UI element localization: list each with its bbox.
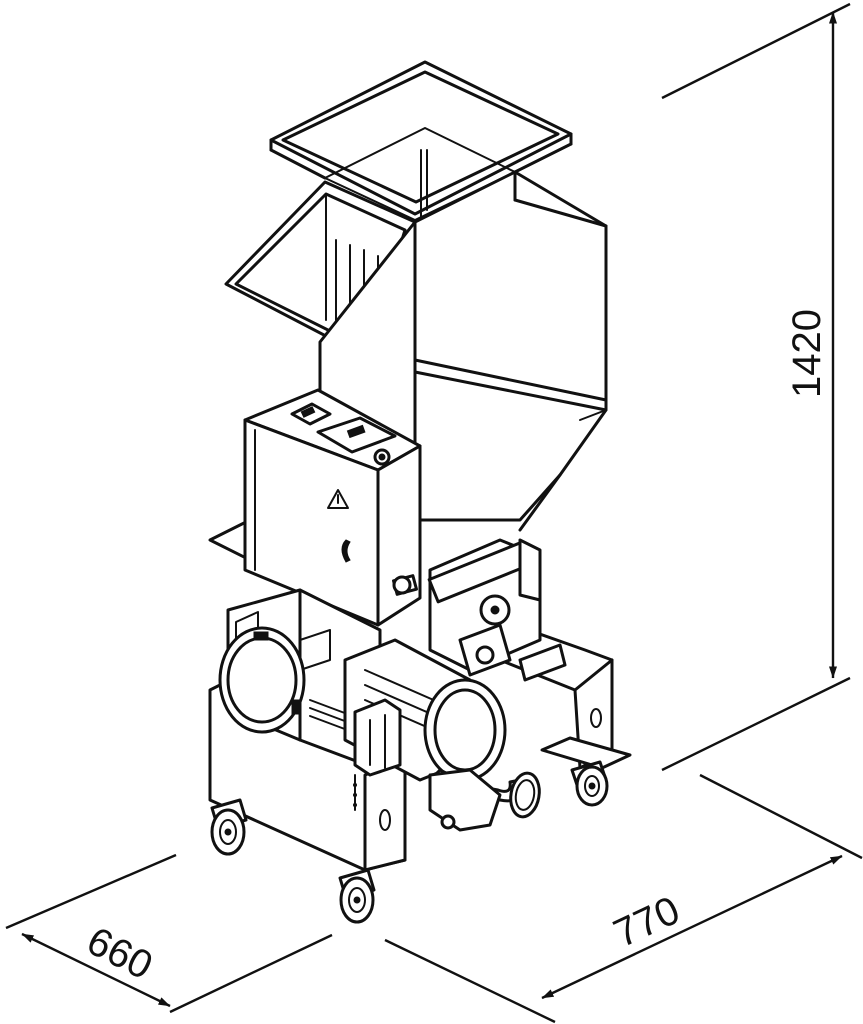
caster-front-right	[338, 868, 376, 924]
control-button-panel[interactable]	[316, 416, 397, 466]
control-cabinet	[243, 388, 422, 627]
discharge-pipe	[428, 768, 541, 832]
rotary-switch-icon[interactable]	[290, 402, 332, 426]
dimension-length-label: 770	[607, 888, 686, 956]
warning-triangle-icon	[327, 489, 349, 509]
caster-rear-right	[570, 760, 609, 807]
dimension-width: 660	[5, 853, 333, 1014]
dimension-height-label: 1420	[785, 309, 829, 398]
main-drive-motor	[343, 638, 507, 782]
dimension-width-label: 660	[80, 919, 159, 989]
caster-front-left	[210, 798, 248, 856]
granulator-machine	[208, 60, 632, 924]
right-caster-plate	[540, 736, 632, 770]
cabinet-door-handle	[341, 539, 351, 563]
rotor-drive-assembly	[392, 538, 567, 682]
motor-terminal-box	[353, 698, 402, 777]
dimension-height: 1420	[661, 2, 851, 772]
feed-hopper	[269, 60, 573, 221]
left-drive-motor	[218, 626, 306, 734]
